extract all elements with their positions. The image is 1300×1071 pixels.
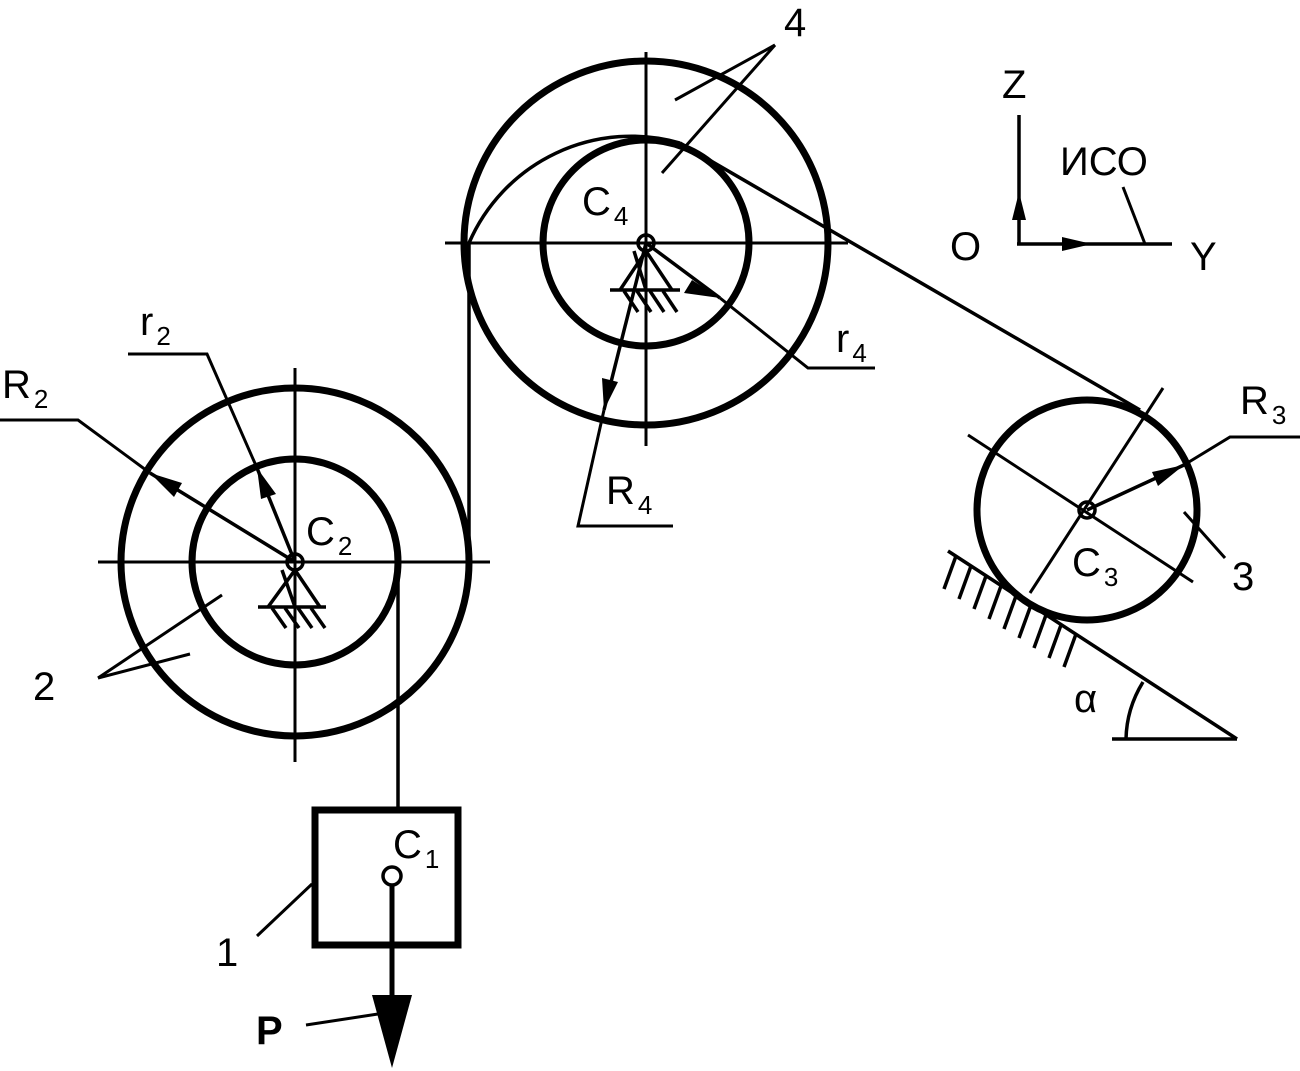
P-leader [305,1012,379,1027]
incline-hatching [942,555,1078,668]
roller-3-center-pin [1077,500,1097,520]
rope-pulley4-to-roller3 [679,141,1141,412]
rope-wrap-pulley4 [467,134,681,244]
roller-3-rim [973,396,1201,624]
label-body-3: 3 [1232,555,1254,599]
label-axis-y: Y [1190,235,1217,279]
label-body-4: 4 [784,1,806,45]
label-1-leader [255,882,314,938]
label-2-leader-a [97,593,223,680]
label-axis-z: Z [1002,63,1026,107]
R4-leader [576,409,673,528]
pulley-4 [445,52,848,446]
r2-arrow-head [257,468,276,499]
r4-leader [719,296,875,370]
angle-alpha-arc [1124,681,1145,740]
roller-3 [967,387,1201,624]
R2-leader [0,418,151,475]
label-body-1: 1 [216,931,238,975]
label-body-2: 2 [33,665,55,709]
force-P-arrow-head [372,995,412,1068]
inclined-plane [942,549,1238,741]
r4-arrow-head [684,280,720,298]
pulley-2 [98,368,490,762]
R4-arrow-head [602,378,618,410]
block-1-body [311,806,462,949]
label-3-leader [1182,511,1227,559]
r2-leader [128,352,259,469]
label-2-leader-b [97,652,191,680]
label-4-leader-b [660,44,777,174]
label-force-P: P [256,1009,283,1053]
R3-arrow-head [1152,465,1184,486]
R2-arrow-head [150,473,182,497]
roller-3-axis-normal [1028,387,1165,594]
pulley-2-pivot-support [258,568,327,630]
label-angle-alpha: α [1074,677,1097,721]
R3-leader [1183,435,1300,467]
block-1-center [381,865,403,887]
leader-lines [0,43,1300,1027]
label-origin: O [950,225,981,269]
label-4-leader-a [674,43,776,102]
block-1 [311,806,462,1068]
y-axis-arrow [1062,237,1092,251]
z-axis-arrow [1012,192,1026,220]
incline-surface [947,549,1238,741]
r4-radius-line [644,241,722,300]
ropes [396,134,1141,810]
label-frame-iso: ИСО [1060,140,1148,184]
frame-label-leader [1121,186,1147,245]
coordinate-frame [1012,115,1172,251]
